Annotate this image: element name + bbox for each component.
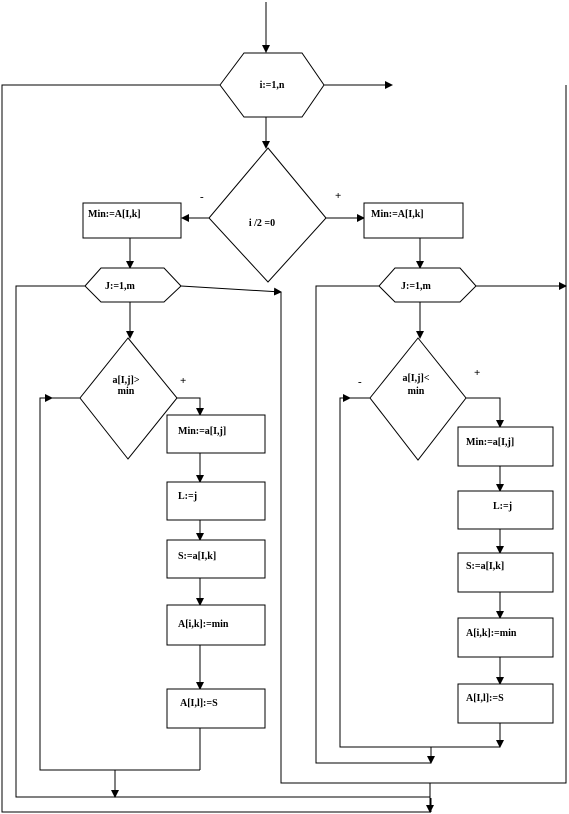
- right-set-aik-box: [457, 617, 554, 658]
- even-condition-diamond: [208, 147, 327, 283]
- right-condition-label-1: a[I,j]<: [402, 373, 429, 384]
- left-set-ail-label: A[I,l]:=S: [180, 698, 218, 709]
- left-set-ail-box: [166, 688, 266, 729]
- loop-i-label: i:=1,n: [260, 80, 285, 91]
- left-set-min-box: [166, 414, 266, 454]
- left-set-aik-label: A[i,k]:=min: [178, 619, 229, 630]
- right-cond-yes-sign: +: [474, 367, 480, 379]
- right-set-ail-box: [457, 683, 554, 724]
- left-loop-j-label: J:=1,m: [105, 281, 136, 292]
- right-init-min-box: [363, 202, 464, 239]
- right-set-l-label: L:=j: [493, 501, 512, 512]
- left-condition-label-1: a[I,j]>: [112, 375, 139, 386]
- loop-i-hexagon: [219, 52, 325, 118]
- right-condition-diamond: [369, 337, 467, 461]
- right-condition-label-2: min: [408, 386, 425, 397]
- right-set-s-box: [457, 552, 554, 593]
- right-return-line: [280, 85, 567, 784]
- loop-i-outer-line: [1, 84, 431, 813]
- left-condition-diamond: [79, 337, 178, 460]
- left-set-min-label: Min:=a[I,j]: [178, 426, 226, 437]
- left-cond-yes-line: [177, 397, 201, 414]
- even-cond-minus-sign: -: [200, 191, 204, 203]
- left-loop-exit-arrow: [180, 285, 282, 296]
- left-set-aik-box: [166, 604, 266, 646]
- right-set-s-label: S:=a[I,k]: [466, 561, 504, 572]
- right-loop-outer-line: [315, 285, 431, 764]
- left-cond-yes-sign: +: [180, 375, 186, 387]
- even-cond-plus-sign: +: [335, 190, 341, 202]
- right-cond-yes-line: [466, 397, 501, 426]
- right-set-l-box: [457, 490, 554, 530]
- right-set-min-label: Min:=a[I,j]: [466, 437, 514, 448]
- left-init-min-box: [82, 202, 182, 239]
- left-set-l-label: L:=j: [178, 491, 197, 502]
- left-set-l-box: [166, 481, 266, 521]
- left-condition-label-2: min: [118, 386, 135, 397]
- right-loop-j-label: J:=1,m: [401, 281, 432, 292]
- right-set-min-box: [457, 426, 554, 467]
- left-loop-j-hexagon: [84, 267, 182, 303]
- right-set-aik-label: A[i,k]:=min: [466, 628, 517, 639]
- left-loop-outer-line: [15, 285, 115, 798]
- right-init-min-label: Min:=A[I,k]: [371, 209, 424, 220]
- left-cond-no-line: [39, 397, 200, 771]
- right-set-ail-label: A[I,l]:=S: [466, 693, 504, 704]
- left-set-s-box: [166, 539, 266, 579]
- even-condition-label: i /2 =0: [249, 218, 275, 229]
- right-loop-j-hexagon: [378, 267, 477, 303]
- left-init-min-label: Min:=A[I,k]: [88, 209, 141, 220]
- left-set-s-label: S:=a[I,k]: [178, 551, 216, 562]
- right-cond-no-sign: -: [358, 376, 362, 388]
- right-cond-no-line: [339, 397, 500, 748]
